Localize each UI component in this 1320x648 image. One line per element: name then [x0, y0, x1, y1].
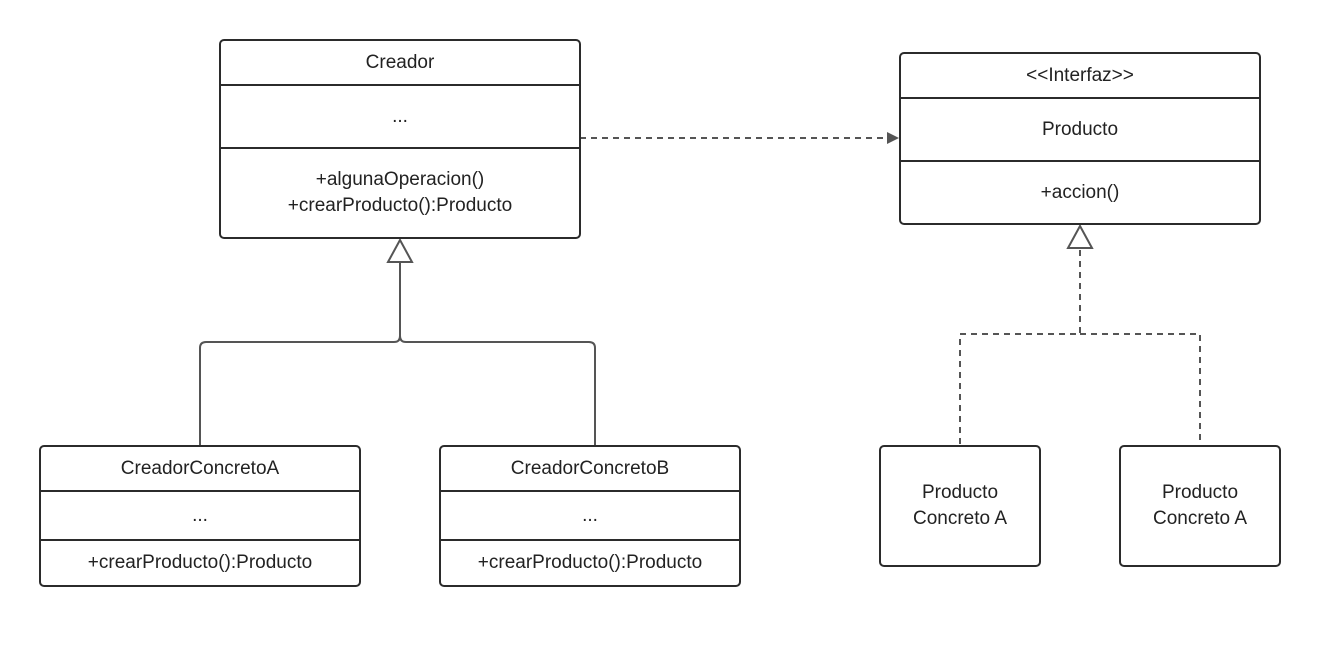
class-attributes: ...: [41, 490, 359, 539]
interface-name: Producto: [901, 97, 1259, 160]
class-creador-concreto-a[interactable]: CreadorConcretoA ... +crearProducto():Pr…: [39, 445, 361, 587]
method-line: +crearProducto():Producto: [287, 195, 513, 216]
class-name: CreadorConcretoB: [510, 457, 670, 479]
realization-connector: [959, 250, 1201, 447]
method-line: +algunaOperacion(): [315, 169, 485, 190]
class-attributes: ...: [441, 490, 739, 539]
interface-stereotype: <<Interfaz>>: [1026, 64, 1134, 86]
class-methods: +crearProducto():Producto: [441, 539, 739, 585]
name-line: Producto: [1161, 482, 1239, 503]
name-line: Producto: [921, 482, 999, 503]
class-creador-concreto-b[interactable]: CreadorConcretoB ... +crearProducto():Pr…: [439, 445, 741, 587]
class-name: Producto Concreto A: [1121, 447, 1279, 565]
class-name: Creador: [365, 51, 435, 73]
inheritance-connector: [199, 262, 596, 447]
name-line: Concreto A: [913, 508, 1007, 529]
class-name: CreadorConcretoA: [120, 457, 280, 479]
class-methods: +algunaOperacion() +crearProducto():Prod…: [221, 147, 579, 237]
class-producto-concreto-2[interactable]: Producto Concreto A: [1119, 445, 1281, 567]
name-line: Concreto A: [1153, 508, 1247, 529]
class-producto-concreto-1[interactable]: Producto Concreto A: [879, 445, 1041, 567]
realization-triangle: [1066, 223, 1094, 249]
class-name: Producto Concreto A: [881, 447, 1039, 565]
interface-methods: +accion(): [901, 160, 1259, 223]
class-attributes: ...: [221, 84, 579, 147]
generalization-triangle: [386, 237, 414, 263]
interface-producto[interactable]: <<Interfaz>> Producto +accion(): [899, 52, 1261, 225]
class-methods: +crearProducto():Producto: [41, 539, 359, 585]
class-creador[interactable]: Creador ... +algunaOperacion() +crearPro…: [219, 39, 581, 239]
